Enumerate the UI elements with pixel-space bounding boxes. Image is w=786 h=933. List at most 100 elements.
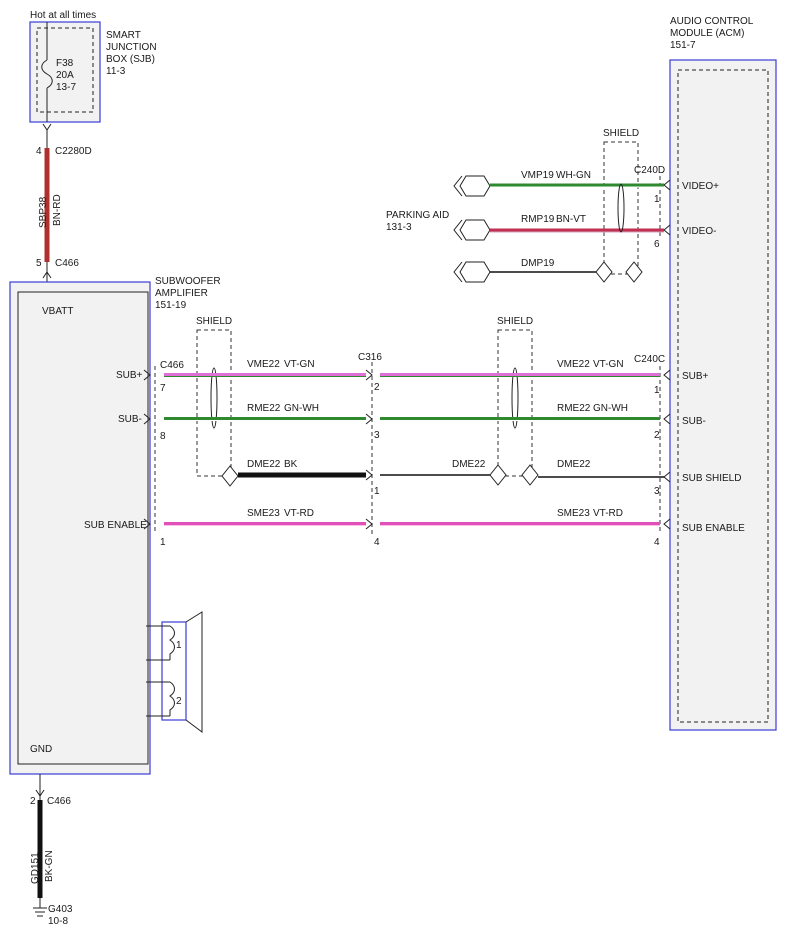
speaker-magnet-outline (161, 621, 187, 721)
acm-sub-minus-label: SUB- (682, 416, 706, 427)
sub-minus-pin-arrow-icon (143, 413, 151, 425)
sme23-left-color: VT-RD (284, 508, 314, 519)
acm-sub-minus-pin-arrow-icon (663, 413, 671, 425)
ground-symbol-icon (33, 907, 47, 917)
speaker-coil1-label: 1 (176, 640, 182, 651)
sub-amp-pin-minus: 8 (160, 431, 166, 442)
c316-drain-arrow-icon (365, 469, 373, 481)
connector-c2280d-arrow-icon (42, 123, 52, 131)
left-drain-splice-icon (221, 465, 239, 487)
speaker-coil2-icon (169, 681, 175, 716)
feed-connector-bottom: C466 (55, 258, 79, 269)
rme22-right-color: GN-WH (593, 403, 628, 414)
ground-pin: 2 (30, 796, 36, 807)
speaker-cone-icon (185, 611, 203, 733)
wire-dmp19-circuit: DMP19 (521, 258, 555, 269)
acm-video-connector: C240D (634, 165, 665, 176)
left-shield-label: SHIELD (196, 316, 232, 327)
ground-connector: C466 (47, 796, 71, 807)
rme22-left-circuit: RME22 (247, 403, 281, 414)
wire-vmp19-color: WH-GN (556, 170, 591, 181)
feed-pin-bottom: 5 (36, 258, 42, 269)
acm-pin-sub-minus: 2 (654, 430, 660, 441)
right-drain-splice-2-icon (521, 464, 539, 486)
vbatt-label: VBATT (42, 306, 73, 317)
acm-name-line1: AUDIO CONTROL (670, 16, 754, 27)
acm-sub-connector: C240C (634, 354, 665, 365)
parking-aid: PARKING AID 131-3 SHIELD VMP19 WH-GN RMP… (386, 128, 664, 283)
vme22-left-color: VT-GN (284, 359, 315, 370)
sjb-name-line2: JUNCTION (106, 42, 157, 53)
feed-pin-top: 4 (36, 146, 42, 157)
acm-sub-shield-label: SUB SHIELD (682, 473, 741, 484)
c316-pin-2: 3 (374, 430, 380, 441)
parking-aid-bracket-1 (453, 175, 463, 197)
sub-signal-harness: SHIELD SHIELD C316 2 3 1 4 VME22 VT-GN V… (164, 316, 664, 548)
parking-aid-bracket-2 (453, 219, 463, 241)
sjb-name-line1: SMART (106, 30, 141, 41)
acm-pin-sub-plus: 1 (654, 385, 660, 396)
c316-plus-arrow-icon (365, 369, 373, 381)
parking-aid-connector-3 (459, 261, 491, 283)
subwoofer-amplifier: SUBWOOFER AMPLIFIER 151-19 VBATT GND SUB… (9, 276, 221, 775)
c316-pin-1: 2 (374, 382, 380, 393)
acm-sub-enable-pin-arrow-icon (663, 518, 671, 530)
parking-aid-connector-2 (459, 219, 491, 241)
c316-minus-arrow-icon (365, 413, 373, 425)
feed-color-label: BN-RD (52, 194, 63, 226)
feed-circuit-label: SBP38 (38, 196, 49, 228)
ground-ref: 10-8 (48, 916, 68, 927)
vme22-left-circuit: VME22 (247, 359, 280, 370)
video-plus-pin-arrow-icon (663, 179, 671, 191)
acm-inner-outline (677, 69, 769, 723)
ground-color-label: BK-GN (44, 850, 55, 882)
vme22-right-circuit: VME22 (557, 359, 590, 370)
fuse-icon (41, 59, 53, 89)
sub-amp-inner (17, 291, 149, 765)
speaker-coil2-label: 2 (176, 696, 182, 707)
sub-amp-name-line2: AMPLIFIER (155, 288, 208, 299)
sme23-left-circuit: SME23 (247, 508, 280, 519)
left-shield-twist-icon (210, 367, 218, 429)
parking-shield-label: SHIELD (603, 128, 639, 139)
dme22-left-circuit: DME22 (247, 459, 281, 470)
connector-c466-arrow-icon (42, 271, 52, 279)
sub-amp-ref: 151-19 (155, 300, 187, 311)
vme22-right-color: VT-GN (593, 359, 624, 370)
smart-junction-box: Hot at all times F38 20A 13-7 SMART JUNC… (29, 10, 157, 123)
sub-amp-sub-minus-label: SUB- (118, 414, 142, 425)
right-drain-splice-1-icon (489, 464, 507, 486)
acm-box (669, 59, 777, 731)
sjb-ref: 11-3 (106, 66, 126, 77)
left-shield-outline (196, 329, 232, 477)
dme22-right-circuit: DME22 (557, 459, 591, 470)
speaker-coil1-leads (146, 625, 170, 661)
ground-circuit-label: GD151 (30, 852, 41, 884)
acm-pin-video-minus: 6 (654, 239, 660, 250)
parking-aid-ref: 131-3 (386, 222, 412, 233)
c316-label: C316 (358, 352, 382, 363)
sub-amp-sub-enable-label: SUB ENABLE (84, 520, 147, 531)
c316-pin-4: 4 (374, 537, 380, 548)
acm-video-minus-label: VIDEO- (682, 226, 716, 237)
fuse-ref: 13-7 (56, 82, 76, 93)
ground-id: G403 (48, 904, 73, 915)
dme22-mid-circuit: DME22 (452, 459, 486, 470)
audio-control-module: AUDIO CONTROL MODULE (ACM) 151-7 VIDEO+ … (634, 16, 777, 731)
dme22-left-color: BK (284, 459, 298, 470)
acm-ref: 151-7 (670, 40, 696, 51)
acm-sub-plus-label: SUB+ (682, 371, 709, 382)
c316-pin-3: 1 (374, 486, 380, 497)
sub-amp-connector: C466 (160, 360, 184, 371)
ground-wire-gd151: 2 C466 GD151 BK-GN G403 10-8 (30, 774, 73, 927)
sme23-right-color: VT-RD (593, 508, 623, 519)
wire-rmp19-circuit: RMP19 (521, 214, 555, 225)
gnd-label: GND (30, 744, 52, 755)
video-minus-pin-arrow-icon (663, 224, 671, 236)
parking-shield-twist-icon (617, 183, 625, 233)
fuse-rating: 20A (56, 70, 74, 81)
ground-connector-arrow-icon (35, 789, 45, 797)
right-shield-twist-icon (511, 367, 519, 429)
sub-plus-pin-arrow-icon (143, 369, 151, 381)
